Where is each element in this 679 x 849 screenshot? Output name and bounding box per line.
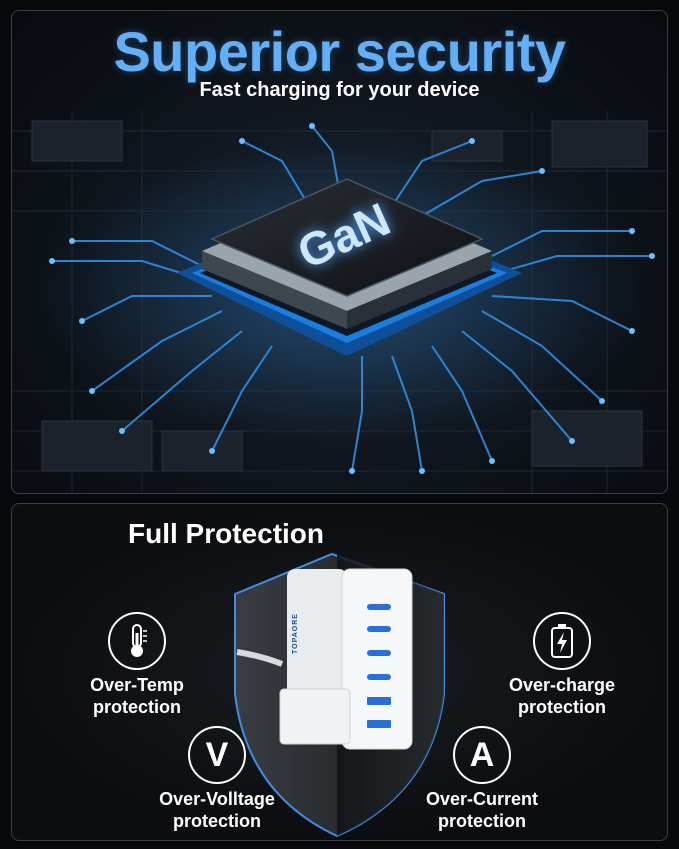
battery-bolt-icon [533,612,591,670]
feature-over-temp: Over-Temp protection [82,612,192,718]
feature-over-current: A Over-Current protection [412,726,552,832]
feature-over-voltage: V Over-Volltage protection [152,726,282,832]
feature-name: Over-charge [508,675,616,695]
thermometer-icon [108,612,166,670]
feature-name: Over-Volltage [159,789,275,809]
voltage-icon: V [188,726,246,784]
feature-suffix: protection [173,811,261,831]
feature-name: Over-Current [425,789,539,809]
hero-panel: GaN Superior security Fast charging for … [11,10,668,494]
feature-suffix: protection [93,697,181,717]
page-title: Superior security [113,20,566,83]
current-icon: A [453,726,511,784]
feature-name: Over-Temp [90,675,184,695]
brand-label: TOPAORE [292,613,299,654]
circuit-board-illustration: GaN [12,111,667,493]
section-title: Full Protection [128,518,324,549]
feature-suffix: protection [438,811,526,831]
feature-over-charge: Over-charge protection [502,612,622,718]
page-subtitle: Fast charging for your device [199,79,480,101]
protection-panel: Full Protection TOPAOR [11,503,668,841]
feature-suffix: protection [518,697,606,717]
shield-charger-illustration [234,552,445,838]
